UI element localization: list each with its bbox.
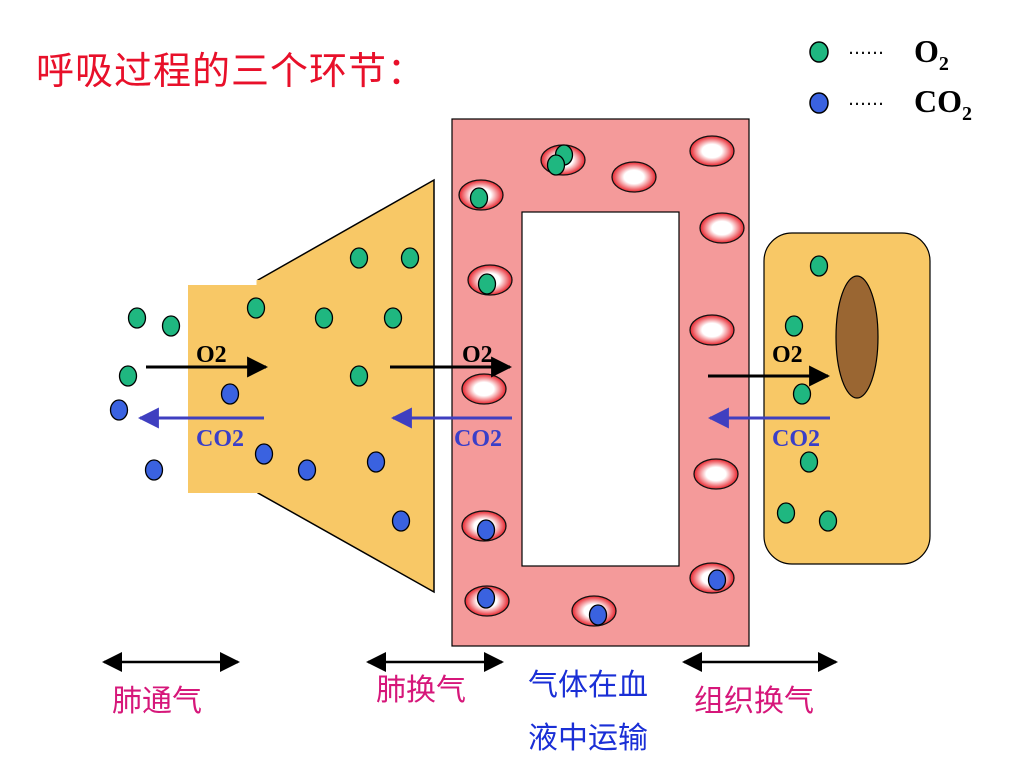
o2-label-tissue-exchange: O2 xyxy=(772,342,803,368)
label-lung-exchange: 肺换气 xyxy=(376,673,466,708)
exchange-arrows: O2 CO2 O2 CO2 O2 CO2 xyxy=(137,342,831,452)
legend: …… O2 …… CO2 xyxy=(809,33,972,125)
co2-molecule xyxy=(109,399,129,421)
red-blood-cell xyxy=(699,212,745,244)
stage-labels: 肺通气 肺换气 气体在血 液中运输 组织换气 xyxy=(112,668,814,756)
co2-molecule xyxy=(144,459,164,481)
tissue-cell-body xyxy=(763,232,931,565)
o2-molecule xyxy=(809,255,829,277)
co2-molecule xyxy=(476,519,496,541)
o2-molecule xyxy=(383,307,403,329)
o2-molecule xyxy=(349,247,369,269)
o2-molecule xyxy=(118,365,138,387)
alveolus xyxy=(257,178,435,594)
o2-molecule xyxy=(127,307,147,329)
legend-o2-dot xyxy=(809,41,829,63)
o2-molecule xyxy=(818,510,838,532)
cell-nucleus xyxy=(835,275,879,399)
co2-molecule xyxy=(297,459,317,481)
co2-molecule xyxy=(220,383,240,405)
red-blood-cell xyxy=(689,314,735,346)
red-blood-cell xyxy=(693,458,739,490)
label-lung-ventilation: 肺通气 xyxy=(112,684,202,719)
o2-molecule xyxy=(792,383,812,405)
o2-label-ventilation: O2 xyxy=(196,342,227,368)
label-tissue-exchange: 组织换气 xyxy=(694,684,814,719)
o2-molecule xyxy=(400,247,420,269)
legend-co2-dots: …… xyxy=(848,89,884,110)
o2-molecule xyxy=(161,315,181,337)
co2-label-lung-exchange: CO2 xyxy=(454,426,502,452)
co2-molecule xyxy=(254,443,274,465)
co2-label-ventilation: CO2 xyxy=(196,426,244,452)
o2-molecule xyxy=(469,187,489,209)
page-title: 呼吸过程的三个环节： xyxy=(36,49,427,93)
co2-molecule xyxy=(588,604,608,626)
red-blood-cell xyxy=(689,135,735,167)
gas-molecules xyxy=(109,144,838,626)
co2-label-tissue-exchange: CO2 xyxy=(772,426,820,452)
label-transport-line1: 气体在血 xyxy=(528,668,648,703)
co2-molecule xyxy=(391,510,411,532)
o2-molecule xyxy=(776,502,796,524)
legend-o2-dots: …… xyxy=(848,38,884,59)
o2-molecule xyxy=(784,315,804,337)
o2-molecule xyxy=(314,307,334,329)
o2-molecule xyxy=(546,154,566,176)
legend-co2-dot xyxy=(809,92,829,114)
label-transport-line2: 液中运输 xyxy=(528,721,648,756)
co2-molecule xyxy=(707,569,727,591)
o2-molecule xyxy=(349,365,369,387)
o2-molecule xyxy=(246,297,266,319)
co2-molecule xyxy=(366,451,386,473)
o2-molecule xyxy=(477,273,497,295)
o2-molecule xyxy=(799,451,819,473)
legend-o2-label: O2 xyxy=(914,33,949,75)
tissue-cell xyxy=(763,232,931,565)
legend-co2-label: CO2 xyxy=(914,83,972,125)
o2-label-lung-exchange: O2 xyxy=(462,342,493,368)
co2-molecule xyxy=(476,587,496,609)
blood-vessel-lumen xyxy=(521,211,680,567)
red-blood-cell xyxy=(611,161,657,193)
red-blood-cell xyxy=(461,373,507,405)
